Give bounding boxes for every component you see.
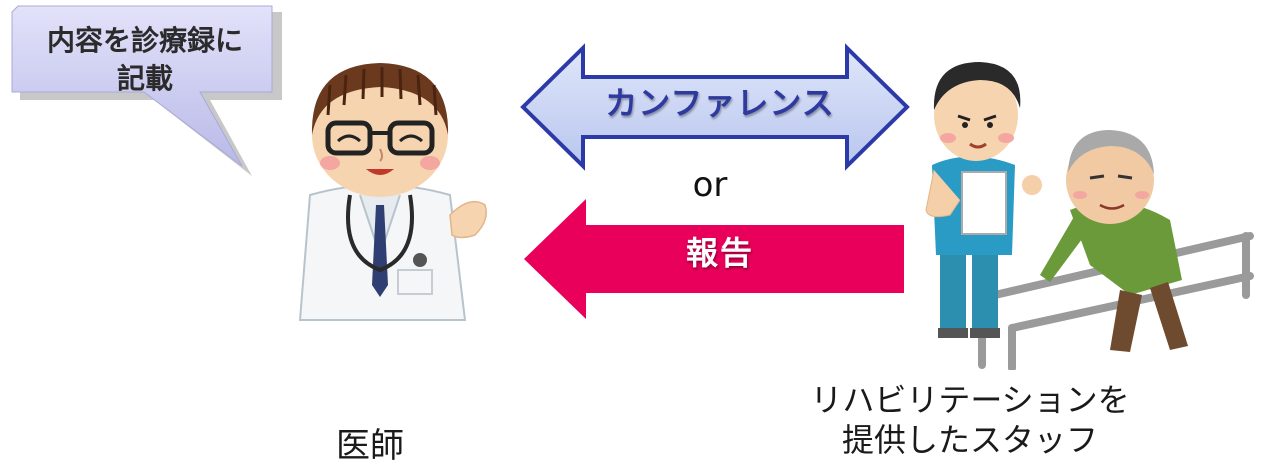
doctor-label: 医師 (336, 426, 404, 466)
or-label: or (692, 165, 728, 205)
bubble-text: 内容を診療録に 記載 (46, 24, 243, 95)
conference-arrow (520, 43, 910, 171)
report-arrow (524, 199, 904, 319)
report-label: 報告 (685, 234, 754, 272)
staff-label: リハビリテーションを 提供したスタッフ (810, 381, 1130, 459)
doctor-illustration (298, 63, 487, 321)
speech-bubble (11, 5, 282, 176)
staff-patient-illustration (925, 62, 1254, 370)
conference-label: カンファレンス (605, 84, 835, 122)
